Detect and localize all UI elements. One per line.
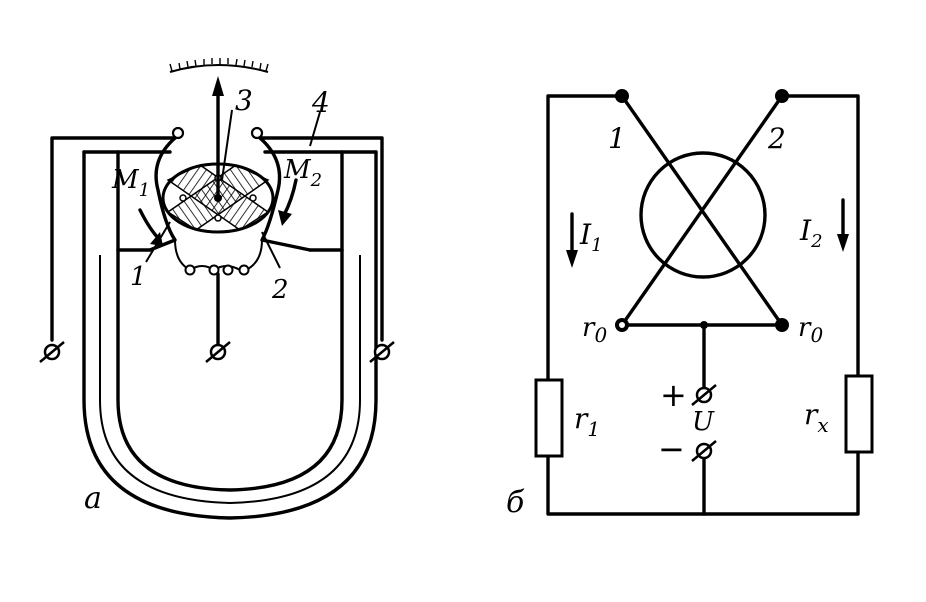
lead-right [245, 239, 263, 271]
coil-2-line [620, 94, 784, 327]
scale [169, 58, 269, 73]
label-m2: M2 [283, 155, 322, 191]
label-i1: I1 [579, 218, 603, 256]
flux-arrow-right [282, 178, 298, 217]
leader-2 [261, 231, 281, 269]
figure-b: 1 2 I1 I2 r0 r0 r1 rx + U − б [506, 89, 874, 520]
resistor-rx [844, 374, 874, 454]
node-r0-right [775, 318, 789, 332]
label-r1: r1 [574, 402, 600, 441]
lead-terminals [184, 264, 250, 276]
panel-label-b: б [506, 485, 525, 520]
pointer-arrowhead [212, 76, 224, 96]
node-2 [775, 89, 789, 103]
resistor-r1 [534, 378, 564, 458]
label-b-2: 2 [767, 122, 786, 155]
label-u: U [692, 407, 715, 437]
label-plus: + [660, 376, 687, 414]
pole-piece-right [258, 136, 312, 252]
label-1: 1 [130, 262, 147, 292]
u-magnet [50, 136, 384, 520]
pole-piece-left [148, 136, 177, 252]
label-minus: − [658, 430, 685, 468]
leader-3 [221, 109, 233, 181]
label-3: 3 [235, 84, 253, 117]
ratiometer-circle [639, 151, 767, 279]
leader-1 [145, 221, 171, 263]
pivot-right [250, 126, 264, 140]
wire-right-top [780, 94, 860, 378]
label-4: 4 [311, 86, 330, 119]
label-b-1: 1 [608, 122, 626, 155]
node-1 [615, 89, 629, 103]
figure-a: 3 4 M1 M2 1 2 а [39, 58, 395, 520]
panel-label-a: а [84, 481, 102, 516]
label-m1: M1 [111, 165, 150, 201]
pivot-left [171, 126, 185, 140]
flux-arrow-left [138, 208, 162, 242]
label-rx: rx [804, 398, 829, 437]
wire-left-top [546, 94, 624, 382]
leader-4 [309, 111, 321, 147]
terminals-a [39, 341, 395, 363]
label-2: 2 [271, 275, 289, 305]
label-i2: I2 [799, 214, 823, 252]
label-r0-left: r0 [582, 313, 607, 347]
label-r0-right: r0 [798, 313, 823, 347]
supply-terminals [691, 384, 717, 462]
